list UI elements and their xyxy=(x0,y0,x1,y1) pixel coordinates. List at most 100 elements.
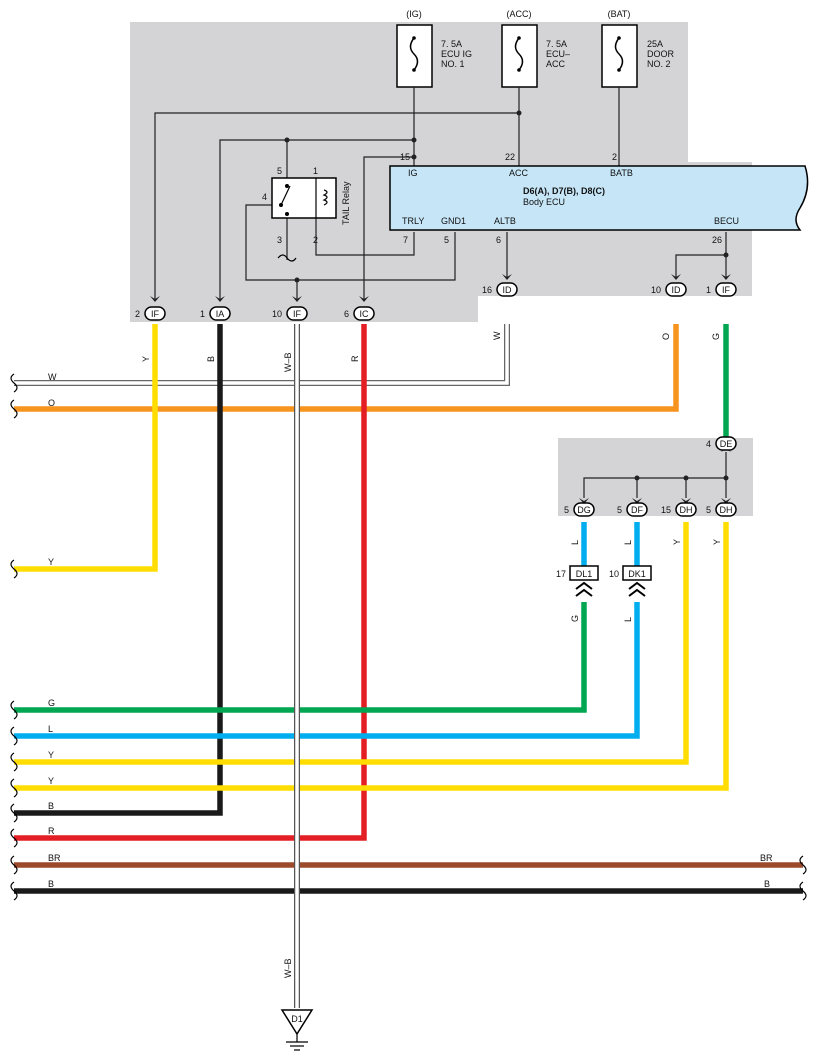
fuse-acc: (ACC) 7. 5A ECU– ACC xyxy=(501,9,570,88)
relay-pin-4: 4 xyxy=(262,192,267,202)
svg-text:Y: Y xyxy=(48,750,54,760)
ecu-pin-altb: ALTB xyxy=(494,216,516,226)
fuse-acc-name: ECU– xyxy=(546,49,570,59)
wire-o xyxy=(14,324,679,412)
conn-c6-pin: 10 xyxy=(651,285,661,295)
tail-relay: 5 1 4 3 2 TAIL Relay xyxy=(262,166,351,262)
conn-c7-id: IF xyxy=(722,285,731,295)
fuse-ig-rating: 7. 5A xyxy=(441,39,462,49)
conn-dh2-id: DH xyxy=(720,505,733,515)
svg-text:L: L xyxy=(623,617,633,622)
wire-l2 xyxy=(14,602,640,739)
svg-text:W: W xyxy=(492,331,502,340)
fuse-bat-name: DOOR xyxy=(647,49,675,59)
wire-g2 xyxy=(14,602,587,713)
harness-wires xyxy=(14,324,803,1008)
svg-text:L: L xyxy=(48,724,53,734)
svg-text:Y: Y xyxy=(48,776,54,786)
wire-y2 xyxy=(14,522,689,765)
wire-y3 xyxy=(14,522,729,791)
fuse-ig-tag: (IG) xyxy=(406,9,422,19)
splice-dots xyxy=(284,110,729,283)
conn-c4-id: IC xyxy=(360,309,370,319)
svg-text:G: G xyxy=(570,615,580,622)
conn-de-pin: 4 xyxy=(706,439,711,449)
de-splice-dots xyxy=(634,475,729,481)
ecu-pin-26-num: 26 xyxy=(712,235,722,245)
conn-c4-pin: 6 xyxy=(344,309,349,319)
wire-y1 xyxy=(14,324,158,572)
relay-pin-3: 3 xyxy=(277,235,282,245)
ecu-pin-15-num: 15 xyxy=(400,152,410,162)
relay-pin-2: 2 xyxy=(313,235,318,245)
internal-wiring xyxy=(154,87,727,300)
ecu-pin-7-num: 7 xyxy=(403,235,408,245)
conn-c2-id: IA xyxy=(216,309,225,319)
fuse-bat-tag: (BAT) xyxy=(608,9,631,19)
conn-c1-id: IF xyxy=(151,309,160,319)
relay-pin-1: 1 xyxy=(313,166,318,176)
svg-text:W–B: W–B xyxy=(283,352,293,372)
svg-text:BR: BR xyxy=(760,853,773,863)
svg-text:W: W xyxy=(48,372,57,382)
ecu-pin-22-num: 22 xyxy=(505,152,515,162)
svg-text:G: G xyxy=(711,333,721,340)
connector-arrows xyxy=(150,274,731,504)
conn-dg-pin: 5 xyxy=(564,505,569,515)
svg-text:D1: D1 xyxy=(291,1014,303,1024)
svg-text:L: L xyxy=(570,540,580,545)
svg-text:Y: Y xyxy=(141,356,151,362)
wire-break-marks xyxy=(10,373,807,901)
svg-text:O: O xyxy=(661,333,671,340)
fuse-bat-rating: 25A xyxy=(647,39,663,49)
svg-text:Y: Y xyxy=(48,557,54,567)
svg-text:B: B xyxy=(48,801,54,811)
svg-text:DL1: DL1 xyxy=(576,569,593,579)
svg-text:Y: Y xyxy=(672,539,682,545)
conn-df-pin: 5 xyxy=(617,505,622,515)
svg-text:B: B xyxy=(206,356,216,362)
conn-dg-id: DG xyxy=(577,505,591,515)
ecu-pin-becu: BECU xyxy=(714,216,739,226)
conn-c5-pin: 16 xyxy=(482,285,492,295)
de-junction-lines xyxy=(583,452,727,498)
wire-w xyxy=(14,324,510,386)
ecu-pin-acc: ACC xyxy=(509,168,529,178)
fuse-acc-num: ACC xyxy=(546,59,566,69)
ground-d1: D1 xyxy=(280,1009,314,1051)
wire-labels: Y B W–B R W O G L L Y Y G L W–B W O Y G … xyxy=(48,331,773,978)
inline-connector-dl1: DL1 17 xyxy=(556,565,599,597)
relay-pin-5: 5 xyxy=(277,166,282,176)
ecu-pin-2-num: 2 xyxy=(612,152,617,162)
conn-c5-id: ID xyxy=(503,285,513,295)
fuse-ig-name: ECU IG xyxy=(441,49,472,59)
wire-b1 xyxy=(14,324,223,816)
ecu-pin-gnd1: GND1 xyxy=(441,216,466,226)
ecu-pin-5-num: 5 xyxy=(444,235,449,245)
wire-r xyxy=(14,324,367,841)
conn-c3-id: IF xyxy=(293,309,302,319)
connector-ovals xyxy=(144,282,737,517)
conn-c2-pin: 1 xyxy=(200,309,205,319)
fuse-bat-num: NO. 2 xyxy=(647,59,671,69)
inline-connector-dk1: DK1 10 xyxy=(609,565,652,597)
conn-dh1-pin: 15 xyxy=(661,505,671,515)
conn-c3-pin: 10 xyxy=(272,309,282,319)
ecu-pin-batb: BATB xyxy=(610,168,633,178)
svg-text:DK1: DK1 xyxy=(628,569,646,579)
ecu-pin-6-num: 6 xyxy=(496,235,501,245)
fuse-ig: (IG) 7. 5A ECU IG NO. 1 xyxy=(396,9,472,88)
svg-text:B: B xyxy=(764,879,770,889)
conn-c6-id: ID xyxy=(672,285,682,295)
ecu-pin-trly: TRLY xyxy=(402,216,424,226)
svg-text:R: R xyxy=(350,355,360,362)
conn-df-id: DF xyxy=(631,505,643,515)
svg-text:B: B xyxy=(48,879,54,889)
ecu-subtitle: Body ECU xyxy=(523,197,565,207)
conn-dh1-id: DH xyxy=(680,505,693,515)
conn-dh2-pin: 5 xyxy=(706,505,711,515)
svg-text:O: O xyxy=(48,398,55,408)
fuse-acc-rating: 7. 5A xyxy=(546,39,567,49)
svg-text:R: R xyxy=(48,826,55,836)
